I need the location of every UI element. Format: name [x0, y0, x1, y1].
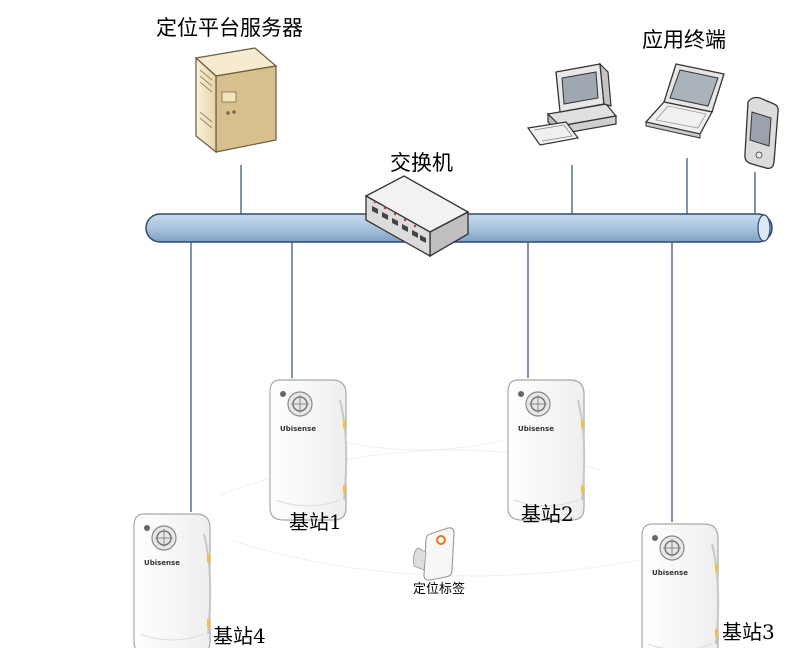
base-station-icon: [133, 513, 212, 648]
station2-label: 基站2: [521, 502, 574, 526]
station-brand-labels: Ubisense Ubisense Ubisense Ubisense: [144, 425, 688, 577]
base-station-icon: [641, 523, 720, 648]
station4-label: 基站4: [213, 624, 266, 648]
desktop-computer-icon: [526, 62, 618, 146]
server-label: 定位平台服务器: [156, 16, 303, 40]
station1-brand: Ubisense: [280, 425, 316, 433]
connection-lines: [190, 158, 756, 522]
network-switch-icon: [364, 175, 470, 258]
laptop-icon: [644, 63, 725, 139]
tag-label: 定位标签: [413, 582, 466, 597]
switch-ports: [372, 206, 426, 243]
station1-label: 基站1: [289, 510, 342, 534]
location-tag-icon: [413, 527, 455, 581]
station3-brand: Ubisense: [652, 569, 688, 577]
station2-brand: Ubisense: [518, 425, 554, 433]
station3-label: 基站3: [722, 620, 775, 644]
server-tower-icon: [194, 47, 278, 154]
station4-brand: Ubisense: [144, 559, 180, 567]
base-station-icon: [269, 379, 348, 521]
switch-label: 交换机: [390, 151, 453, 175]
pda-icon: [744, 96, 779, 170]
terminals-label: 应用终端: [642, 28, 726, 52]
